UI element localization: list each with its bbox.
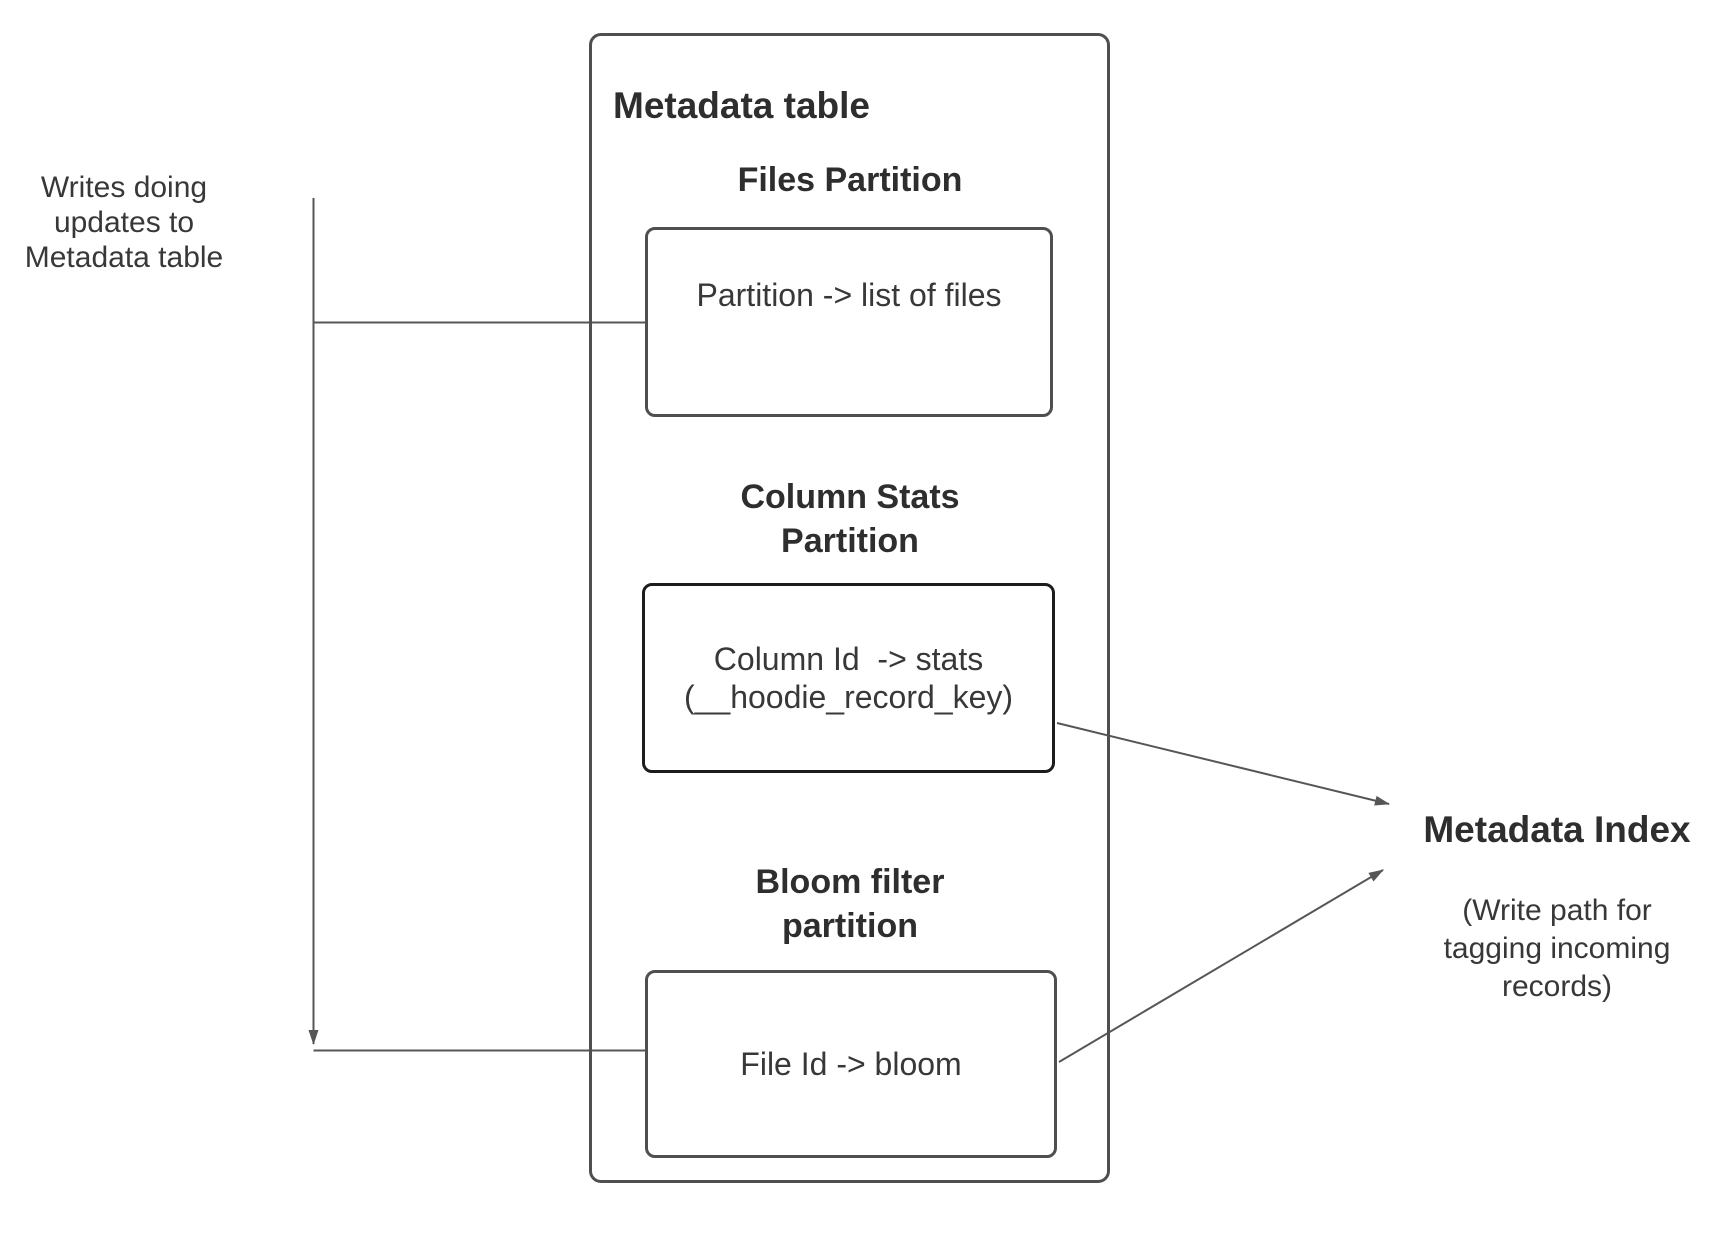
bloom-filter-partition-box-label: File Id -> bloom bbox=[740, 1046, 962, 1082]
files-partition-heading: Files Partition bbox=[737, 161, 963, 199]
bloom-filter-partition-box: File Id -> bloom bbox=[645, 970, 1057, 1158]
metadata-index-title: Metadata Index bbox=[1423, 809, 1691, 850]
bloom-filter-partition-heading: Bloom filter partition bbox=[755, 863, 945, 945]
column-stats-partition-heading: Column Stats Partition bbox=[740, 478, 960, 560]
files-partition-box: Partition -> list of files bbox=[645, 227, 1053, 417]
column-stats-partition-box: Column Id -> stats (__hoodie_record_key) bbox=[642, 583, 1055, 773]
metadata-table-title: Metadata table bbox=[613, 85, 871, 126]
files-partition-box-label: Partition -> list of files bbox=[696, 277, 1002, 313]
column-stats-partition-box-label: Column Id -> stats (__hoodie_record_key) bbox=[683, 641, 1014, 715]
metadata-index-subtitle: (Write path for tagging incoming records… bbox=[1443, 894, 1671, 1003]
metadata-table-box bbox=[589, 33, 1110, 1183]
writes-annotation: Writes doing updates to Metadata table bbox=[24, 171, 224, 274]
